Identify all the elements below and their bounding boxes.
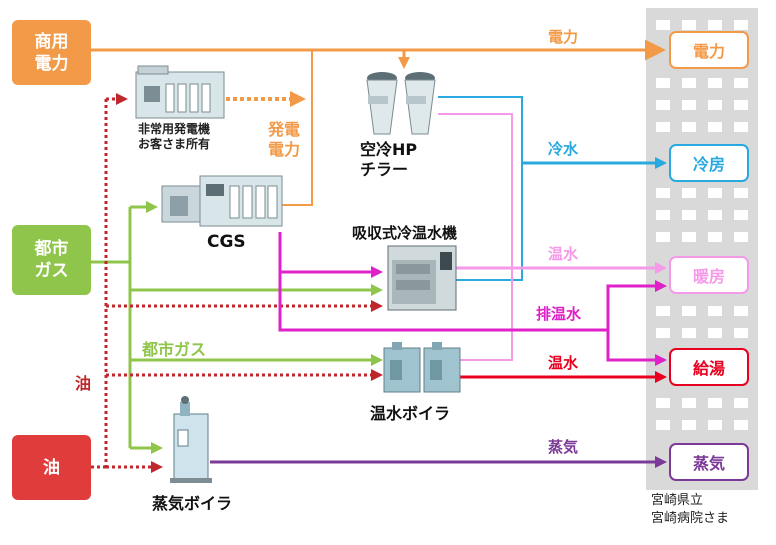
emergency-generator-caption-line1: 非常用発電機	[138, 122, 211, 136]
absorption-caption: 吸収式冷温水機	[352, 224, 458, 242]
absorption-chiller-icon	[387, 245, 457, 311]
output-steam: 蒸気	[669, 443, 749, 481]
cgs-icon	[161, 175, 283, 227]
output-hot-water-supply: 給湯	[669, 348, 749, 386]
client-name-line1: 宮崎県立	[651, 493, 704, 508]
exhaust-hot-water-flow	[278, 232, 667, 366]
label-steam: 蒸気	[548, 438, 579, 456]
output-heating: 暖房	[669, 256, 749, 294]
emergency-generator-caption: 非常用発電機 お客さま所有	[138, 122, 210, 152]
label-exhaust-hot-water: 排温水	[536, 305, 582, 323]
steam-boiler-caption: 蒸気ボイラ	[152, 494, 233, 513]
label-generated-power-line1: 発電	[268, 120, 301, 139]
label-chilled-water: 冷水	[548, 140, 579, 158]
power-flow	[91, 39, 666, 206]
source-city-gas-line2: ガス	[34, 261, 69, 281]
source-grid-power: 商用 電力	[12, 20, 91, 85]
chiller-caption-line2: チラー	[360, 160, 409, 179]
output-power: 電力	[669, 31, 749, 69]
output-cooling: 冷房	[669, 144, 749, 182]
warm-water-flow	[438, 113, 667, 361]
label-oil: 油	[75, 374, 92, 393]
hot-water-boiler-caption: 温水ボイラ	[370, 404, 451, 423]
client-name-line2: 宮崎病院さま	[651, 511, 730, 526]
cgs-caption: CGS	[207, 232, 246, 252]
source-oil-label: 油	[43, 457, 60, 478]
chiller-caption: 空冷HP チラー	[360, 140, 417, 180]
source-oil: 油	[12, 435, 91, 500]
gas-flow	[91, 201, 383, 454]
emergency-generator-caption-line2: お客さま所有	[138, 137, 211, 151]
building-silhouette	[646, 8, 758, 490]
hot-water-boiler-icon	[383, 342, 461, 393]
source-grid-power-line2: 電力	[34, 53, 69, 74]
source-grid-power-line1: 商用	[34, 31, 69, 52]
label-hot-water-upper: 温水	[548, 245, 579, 263]
client-name: 宮崎県立 宮崎病院さま	[651, 492, 729, 528]
chiller-icon	[366, 72, 436, 135]
label-hot-water-lower: 温水	[548, 354, 579, 372]
chiller-caption-line1: 空冷HP	[360, 140, 418, 159]
label-city-gas: 都市ガス	[142, 340, 207, 359]
source-city-gas-line1: 都市	[34, 239, 69, 259]
chilled-water-flow	[438, 96, 667, 281]
label-generated-power: 発電 電力	[268, 120, 300, 160]
emergency-generator-icon	[135, 65, 225, 119]
label-power: 電力	[548, 28, 579, 46]
label-generated-power-line2: 電力	[268, 140, 301, 159]
source-city-gas: 都市 ガス	[12, 225, 91, 295]
oil-flow	[91, 93, 383, 473]
steam-boiler-icon	[170, 396, 212, 483]
